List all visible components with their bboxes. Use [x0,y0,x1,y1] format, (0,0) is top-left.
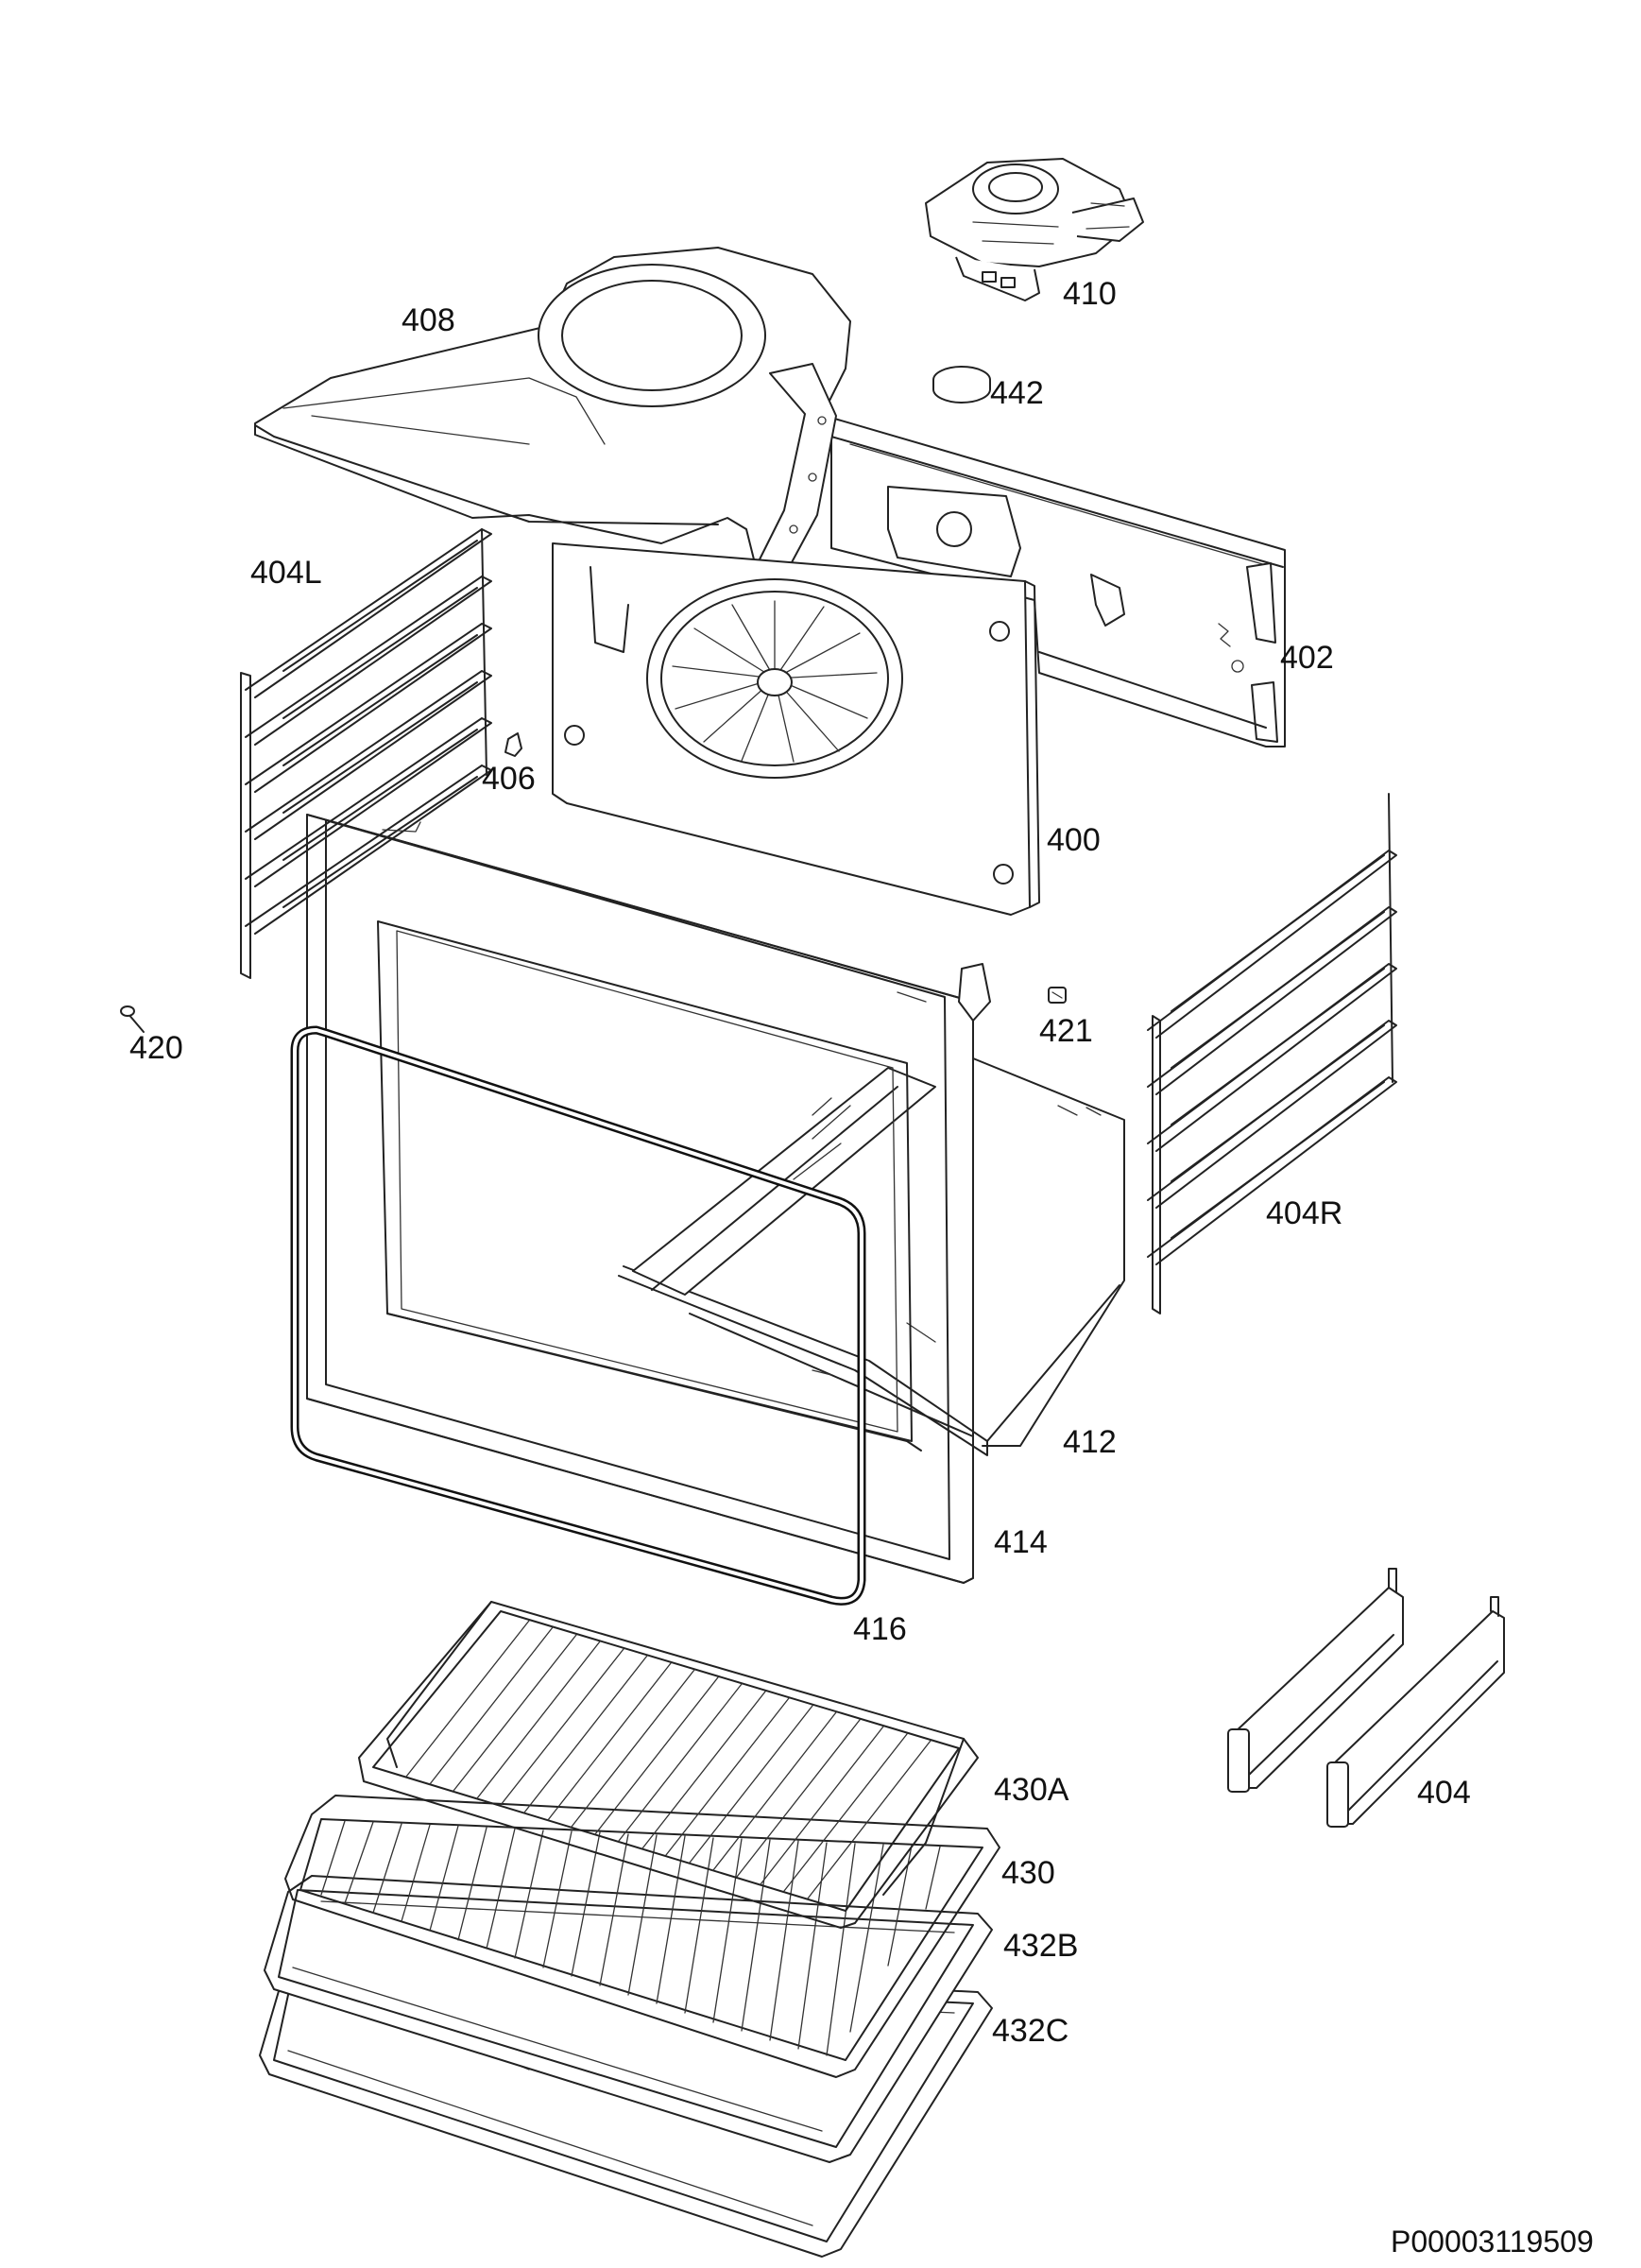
oven-back-wall-part[interactable] [552,486,1040,916]
part-label-406: 406 [482,761,536,797]
fastener-part[interactable] [1048,987,1067,1004]
left-shelf-support-part[interactable] [240,528,492,979]
part-label-404R: 404R [1266,1195,1342,1231]
part-label-432C: 432C [992,2013,1068,2049]
clip-part[interactable] [504,732,522,757]
right-shelf-support-part[interactable] [1147,793,1397,1314]
telescopic-runners-part[interactable] [1227,1568,1505,1828]
lamp-cover-part[interactable] [932,366,991,404]
baking-tray-b-part[interactable] [264,1875,993,2163]
drawing-code: P00003119509 [1391,2225,1594,2259]
part-label-430A: 430A [994,1772,1069,1808]
screw-part[interactable] [120,1005,145,1033]
part-label-404L: 404L [250,555,322,591]
part-label-402: 402 [1280,640,1334,676]
part-label-412: 412 [1063,1424,1117,1460]
rear-fan-cover-part[interactable] [254,247,851,592]
door-seal-part[interactable] [290,1025,866,1606]
part-label-430: 430 [1001,1855,1055,1891]
part-label-400: 400 [1047,822,1101,858]
part-label-416: 416 [853,1611,907,1647]
part-label-408: 408 [402,302,455,338]
part-label-420: 420 [129,1030,183,1066]
part-label-404: 404 [1417,1775,1471,1811]
part-label-432B: 432B [1003,1928,1078,1964]
part-label-421: 421 [1039,1013,1093,1049]
part-label-410: 410 [1063,276,1117,312]
part-label-414: 414 [994,1524,1048,1560]
fan-motor-part[interactable] [925,158,1144,301]
front-frame-part[interactable] [306,814,991,1584]
wire-shelf-part[interactable] [284,1795,1000,2078]
wire-rack-a-part[interactable] [358,1601,979,1929]
part-label-442: 442 [990,375,1044,411]
